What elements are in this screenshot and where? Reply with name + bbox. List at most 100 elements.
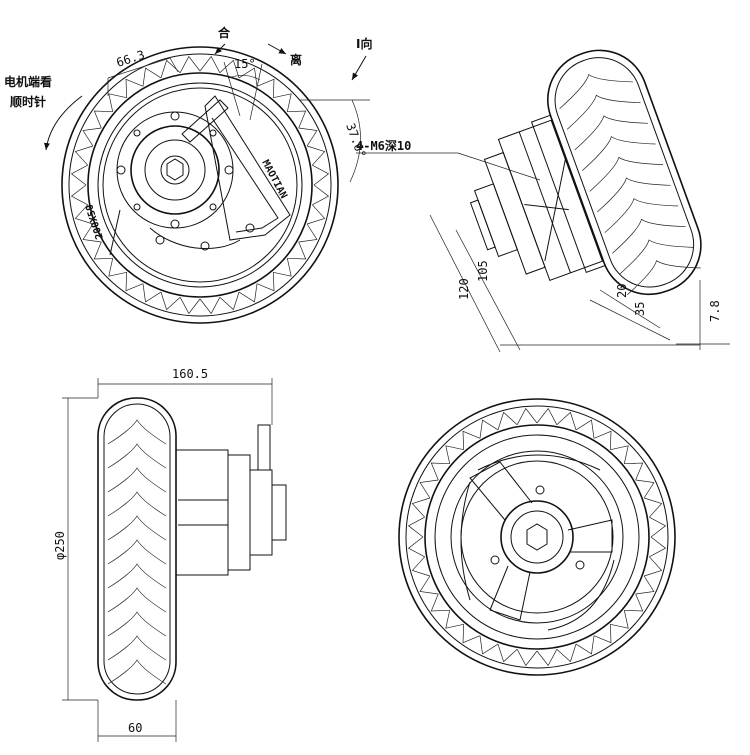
tread-tooth (516, 407, 538, 425)
tread-tooth (593, 430, 612, 450)
tread-tooth (93, 110, 113, 129)
tread-tooth (635, 479, 655, 499)
tread-tooth (82, 127, 102, 147)
tread-tooth (93, 241, 113, 260)
tread-tooth (411, 497, 431, 518)
tread-tooth (593, 624, 612, 644)
tread-tooth (643, 497, 663, 518)
tread-tooth (142, 283, 162, 303)
dim-160-5: 160.5 (172, 367, 208, 381)
tread-tooth (497, 643, 518, 663)
motor-view-line2: 顺时针 (10, 94, 46, 109)
tread-tooth (536, 649, 558, 667)
tread-chevron (566, 94, 641, 130)
tread-chevron (627, 260, 701, 295)
tread-tooth (298, 127, 318, 147)
dim-35: 35 (633, 302, 647, 316)
tread-tooth (70, 184, 88, 206)
tread-tooth (497, 411, 518, 431)
tread-tooth (575, 635, 595, 655)
dim-20: 20 (615, 284, 629, 298)
tread-tooth (108, 93, 127, 112)
tread-tooth (238, 67, 258, 87)
tread-chevron (107, 587, 167, 613)
tread-tooth (649, 516, 667, 538)
tread-tooth (430, 462, 450, 481)
tread-chevron (107, 563, 167, 589)
tread-tooth (610, 610, 629, 629)
tread-chevron (589, 156, 664, 192)
tread-tooth (462, 624, 481, 644)
front-view-with-bracket: MAOTIAN 200X50 66.3 15° 合 离 I向 37.6° 电机端… (4, 25, 372, 324)
dim-15-deg: 15° (234, 57, 256, 71)
tread-tooth (287, 241, 307, 260)
tread-chevron (107, 611, 167, 637)
tread-tooth (219, 291, 240, 311)
tread-tooth (125, 272, 144, 292)
tread-chevron (612, 218, 686, 254)
outer-face-view (398, 398, 676, 676)
tread-tooth (643, 556, 663, 577)
tread-chevron (107, 659, 167, 685)
tread-tooth (624, 462, 644, 481)
label-he: 合 (218, 25, 231, 40)
dim-120: 120 (457, 278, 471, 300)
tread-tooth (142, 67, 162, 87)
dim-phi-250: φ250 (53, 531, 67, 560)
tread-chevron (107, 419, 167, 445)
tread-tooth (445, 445, 464, 464)
tread-tooth (419, 479, 439, 499)
tread-tooth (624, 593, 644, 612)
tread-tooth (160, 291, 181, 311)
tread-chevron (604, 198, 679, 233)
tread-tooth (74, 204, 94, 225)
tread-tooth (445, 610, 464, 629)
tread-chevron (107, 635, 167, 661)
tread-tooth (407, 516, 425, 538)
tread-tooth (256, 272, 275, 292)
tread-tooth (312, 184, 330, 206)
tread-tooth (82, 223, 102, 243)
tread-tooth (649, 536, 667, 558)
tread-chevron (619, 239, 694, 275)
tilted-side-view: 4-M6深10 105 120 20 35 7.8 (356, 49, 730, 353)
tread-tooth (306, 145, 326, 166)
tread-tooth (199, 55, 221, 73)
tread-chevron (107, 467, 167, 493)
tread-tooth (411, 556, 431, 577)
motor-view-line1: 电机端看 (4, 74, 52, 89)
tread-tooth (306, 204, 326, 225)
dim-60: 60 (128, 721, 142, 735)
tread-tooth (199, 297, 221, 315)
tread-tooth (516, 649, 538, 667)
tread-chevron (597, 177, 671, 213)
thread-spec: 4-M6深10 (356, 138, 411, 153)
tread-tooth (479, 419, 499, 439)
tread-tooth (256, 78, 275, 98)
tread-chevron (107, 515, 167, 541)
tread-tooth (179, 55, 201, 73)
tread-tooth (273, 93, 292, 112)
tread-tooth (273, 258, 292, 277)
tread-chevron (107, 443, 167, 469)
tread-tooth (536, 407, 558, 425)
tread-tooth (430, 593, 450, 612)
tread-chevron (574, 115, 649, 151)
side-view: 160.5 φ250 60 (53, 367, 287, 742)
tread-tooth (298, 223, 318, 243)
tread-tooth (70, 164, 88, 186)
tread-tooth (419, 575, 439, 595)
brand-label: MAOTIAN (259, 158, 289, 200)
tread-tooth (125, 78, 144, 98)
tread-tooth (556, 643, 577, 663)
dim-105: 105 (476, 260, 490, 282)
tread-tooth (179, 297, 201, 315)
dim-7-8: 7.8 (708, 300, 722, 322)
tread-chevron (107, 491, 167, 517)
tread-chevron (559, 74, 633, 109)
label-li: 离 (290, 52, 302, 67)
tread-tooth (610, 445, 629, 464)
tread-tooth (108, 258, 127, 277)
